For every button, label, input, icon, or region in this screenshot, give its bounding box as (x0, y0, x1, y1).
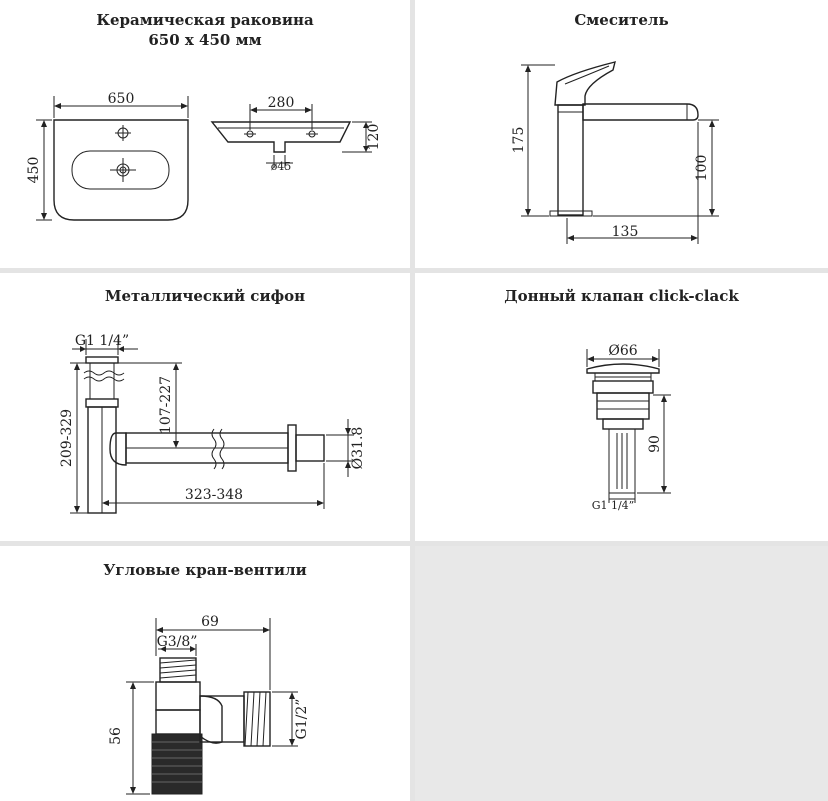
angle-valve-width-label: 69 (201, 614, 219, 630)
faucet-panel: Смеситель 175 100 135 (415, 0, 828, 268)
siphon-adjust-label: 107-227 (158, 376, 174, 434)
faucet-drawing: 175 100 135 (511, 61, 719, 244)
valve-drawing: Ø66 90 G1 1/4” (586, 343, 671, 512)
sink-drawing: 650 450 280 120 ø45 (26, 91, 382, 221)
angle-valve-thread-side-label: G1/2” (294, 699, 310, 740)
valve-diameter-label: Ø66 (608, 343, 637, 359)
siphon-panel: Металлический сифон G1 1/4” 209-329 (0, 273, 410, 541)
sink-drain-label: ø45 (271, 160, 292, 173)
sink-title-line1: Керамическая раковина (96, 11, 314, 29)
sink-panel: Керамическая раковина 650 х 450 мм 650 4… (0, 0, 410, 268)
sink-depth-label: 120 (366, 124, 382, 151)
angle-valve-drawing: 69 G3/8” 56 G1/2” (108, 614, 310, 795)
faucet-title: Смеситель (574, 11, 669, 29)
angle-valve-panel: Угловые кран-вентили 69 G3/8” 56 (0, 546, 410, 801)
valve-title: Донный клапан click-clack (504, 287, 739, 305)
angle-valve-thread-top-label: G3/8” (157, 634, 198, 650)
faucet-spout-height-label: 100 (694, 155, 710, 182)
siphon-thread-label: G1 1/4” (75, 333, 129, 349)
angle-valve-height-label: 56 (108, 727, 124, 745)
sink-title-line2: 650 х 450 мм (148, 31, 262, 49)
valve-thread-label: G1 1/4” (592, 499, 635, 512)
siphon-drawing: G1 1/4” 209-329 107-227 323-348 Ø31.8 (59, 333, 366, 514)
valve-height-label: 90 (647, 435, 663, 453)
empty-panel (415, 546, 828, 801)
sink-title: Керамическая раковина 650 х 450 мм (0, 10, 410, 50)
sink-width-label: 650 (108, 91, 135, 107)
valve-panel: Донный клапан click-clack Ø66 90 G1 1/4” (415, 273, 828, 541)
sink-holes-label: 280 (268, 95, 295, 111)
faucet-height-label: 175 (511, 127, 527, 154)
faucet-reach-label: 135 (612, 224, 639, 240)
siphon-length-label: 323-348 (185, 487, 243, 503)
siphon-diameter-label: Ø31.8 (350, 427, 366, 470)
sink-height-label: 450 (26, 157, 42, 184)
siphon-height-label: 209-329 (59, 409, 75, 467)
angle-valve-title: Угловые кран-вентили (103, 561, 307, 579)
siphon-title: Металлический сифон (104, 287, 306, 305)
